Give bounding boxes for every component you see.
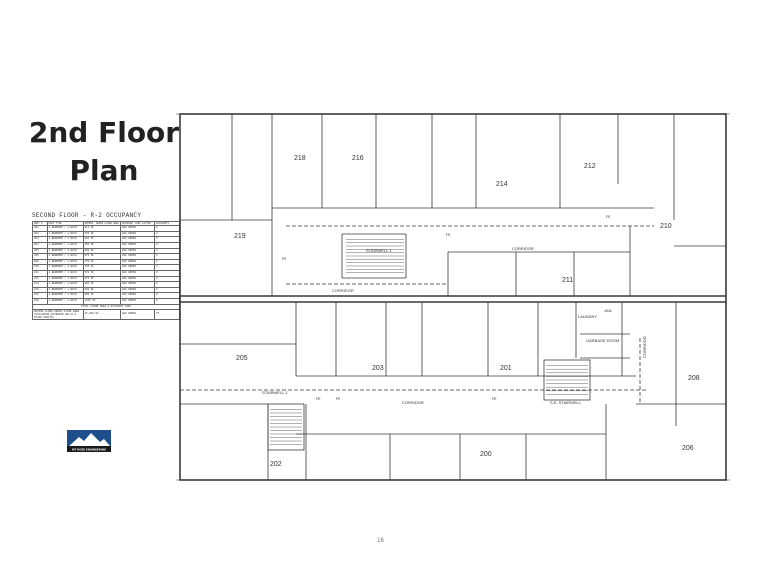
occupancy-cell: 5 [154, 253, 180, 260]
stair-box [267, 403, 305, 451]
room-number-label: 201 [500, 365, 512, 372]
room-number-label: 211 [562, 277, 573, 284]
occupancy-cell: 4 [154, 275, 180, 283]
logo-band-shape [67, 446, 111, 452]
plan-annotation-label: STAIRWELL 2 [262, 390, 288, 395]
occupancy-cell: 770 SF [82, 258, 121, 266]
plan-annotation-label: GARBAGE ROOM [586, 338, 619, 343]
occupancy-cell: 5 [154, 281, 180, 288]
occupancy-cell: 6 [154, 297, 180, 305]
floor-plan-lines [176, 113, 730, 481]
room-number-label: 202 [270, 461, 282, 468]
occupancy-cell: 200 GROSS [119, 286, 156, 294]
plan-annotation-label: CORRIDOR [642, 336, 647, 358]
occupancy-summary-cell: 200 GROSS [119, 309, 156, 321]
occupancy-cell: 570 SF [82, 269, 121, 277]
room-number-label: 203 [372, 365, 384, 372]
room-number-label: 210 [660, 223, 672, 230]
occupancy-summary-cell: SECOND FLOOR GROSS FLOOR AREA (EXCLUDING… [32, 309, 84, 321]
occupancy-cell: 3 [154, 292, 180, 299]
occupancy-summary-cell: 75 [154, 309, 180, 321]
occupancy-cell: 4 [154, 258, 180, 266]
plan-annotation-label: JAN [604, 308, 612, 313]
stair-box [543, 359, 591, 401]
occupancy-header-cell: APPROX. GROSS FLOOR AREA [82, 220, 121, 227]
occupancy-header-row: UNIT # UNIT TYPE APPROX. GROSS FLOOR ARE… [32, 220, 180, 227]
logo-text: MT ROSE ENGINEERING [72, 448, 106, 452]
occupancy-cell: 975 SF [82, 253, 121, 260]
occupancy-cell: 200 GROSS [119, 258, 156, 266]
occupancy-cell: 590 SF [82, 292, 121, 299]
occupancy-summary-cell: 15,000 SF [82, 309, 121, 321]
occupancy-cell: 4 [154, 264, 180, 271]
plan-annotation-label: CORRIDOR [332, 288, 354, 293]
floor-plan: 218 216 214 212 210 219 211 205 203 201 208 202 200 2… [176, 113, 730, 481]
room-number-label: 212 [584, 163, 596, 170]
occupancy-summary-row: SECOND FLOOR GROSS FLOOR AREA (EXCLUDING… [32, 309, 180, 321]
occupancy-cell: 3 [154, 286, 180, 294]
logo-mountain-shape [69, 433, 110, 446]
occupancy-table-title: SECOND FLOOR - R-2 OCCUPANCY [32, 212, 142, 219]
floor-plan-labels: 218 216 214 212 210 219 211 205 203 201 208 202 200 2… [234, 155, 700, 468]
plan-annotation-label: CORRIDOR [512, 246, 534, 251]
occupancy-cell: 200 GROSS [119, 281, 156, 288]
plan-annotation-label: S.E. STAIRWELL [550, 400, 582, 405]
room-number-label: 206 [682, 445, 694, 452]
occupancy-header-cell: OCCUPANT LOAD FACTOR [119, 220, 156, 227]
occupancy-grid: UNIT # UNIT TYPE APPROX. GROSS FLOOR ARE… [32, 220, 180, 321]
plan-annotation-label: LAUNDRY [578, 314, 597, 319]
plan-annotation-label: FE [606, 215, 611, 219]
plan-annotation-label: FE [316, 397, 321, 401]
plan-annotation-label: FE [446, 233, 451, 237]
page-number: 16 [377, 538, 384, 544]
occupancy-cell: 200 GROSS [119, 292, 156, 299]
plan-annotation-label: FE [492, 397, 497, 401]
occupancy-cell: 200 GROSS [119, 269, 156, 277]
occupancy-cell: 3 [154, 269, 180, 277]
plan-annotation-label: STAIRWELL 1 [366, 248, 392, 253]
occupancy-cell: 725 SF [82, 264, 121, 271]
occupancy-cell: 1025 SF [82, 297, 121, 305]
stair-treads [270, 239, 588, 445]
room-number-label: 200 [480, 451, 492, 458]
occupancy-cell: 880 SF [82, 281, 121, 288]
page-title-line-1: 2nd Floor [28, 116, 180, 149]
occupancy-table: SECOND FLOOR - R-2 OCCUPANCY UNIT # UNIT… [32, 212, 180, 321]
page-title-line-2: Plan [69, 154, 139, 187]
room-number-label: 218 [294, 155, 306, 162]
page-title: 2nd Floor Plan [20, 114, 188, 190]
room-number-label: 208 [688, 375, 700, 382]
room-number-label: 214 [496, 181, 508, 188]
plan-annotation-label: FE [282, 257, 287, 261]
occupancy-cell: 200 GROSS [119, 253, 156, 260]
room-number-label: 219 [234, 233, 246, 240]
occupancy-cell: 560 SF [82, 286, 121, 294]
plan-annotation-label: FE [336, 397, 341, 401]
room-number-label: 205 [236, 355, 248, 362]
occupancy-header-cell: OCCUPANTS [154, 220, 180, 227]
occupancy-cell: 200 GROSS [119, 297, 156, 305]
company-logo: MT ROSE ENGINEERING [67, 430, 111, 452]
plan-annotation-label: CORRIDOR [402, 400, 424, 405]
occupancy-cell: 675 SF [82, 275, 121, 283]
occupancy-cell: 200 GROSS [119, 264, 156, 271]
building-outline [179, 113, 727, 481]
occupancy-cell: 200 GROSS [119, 275, 156, 283]
room-number-label: 216 [352, 155, 364, 162]
